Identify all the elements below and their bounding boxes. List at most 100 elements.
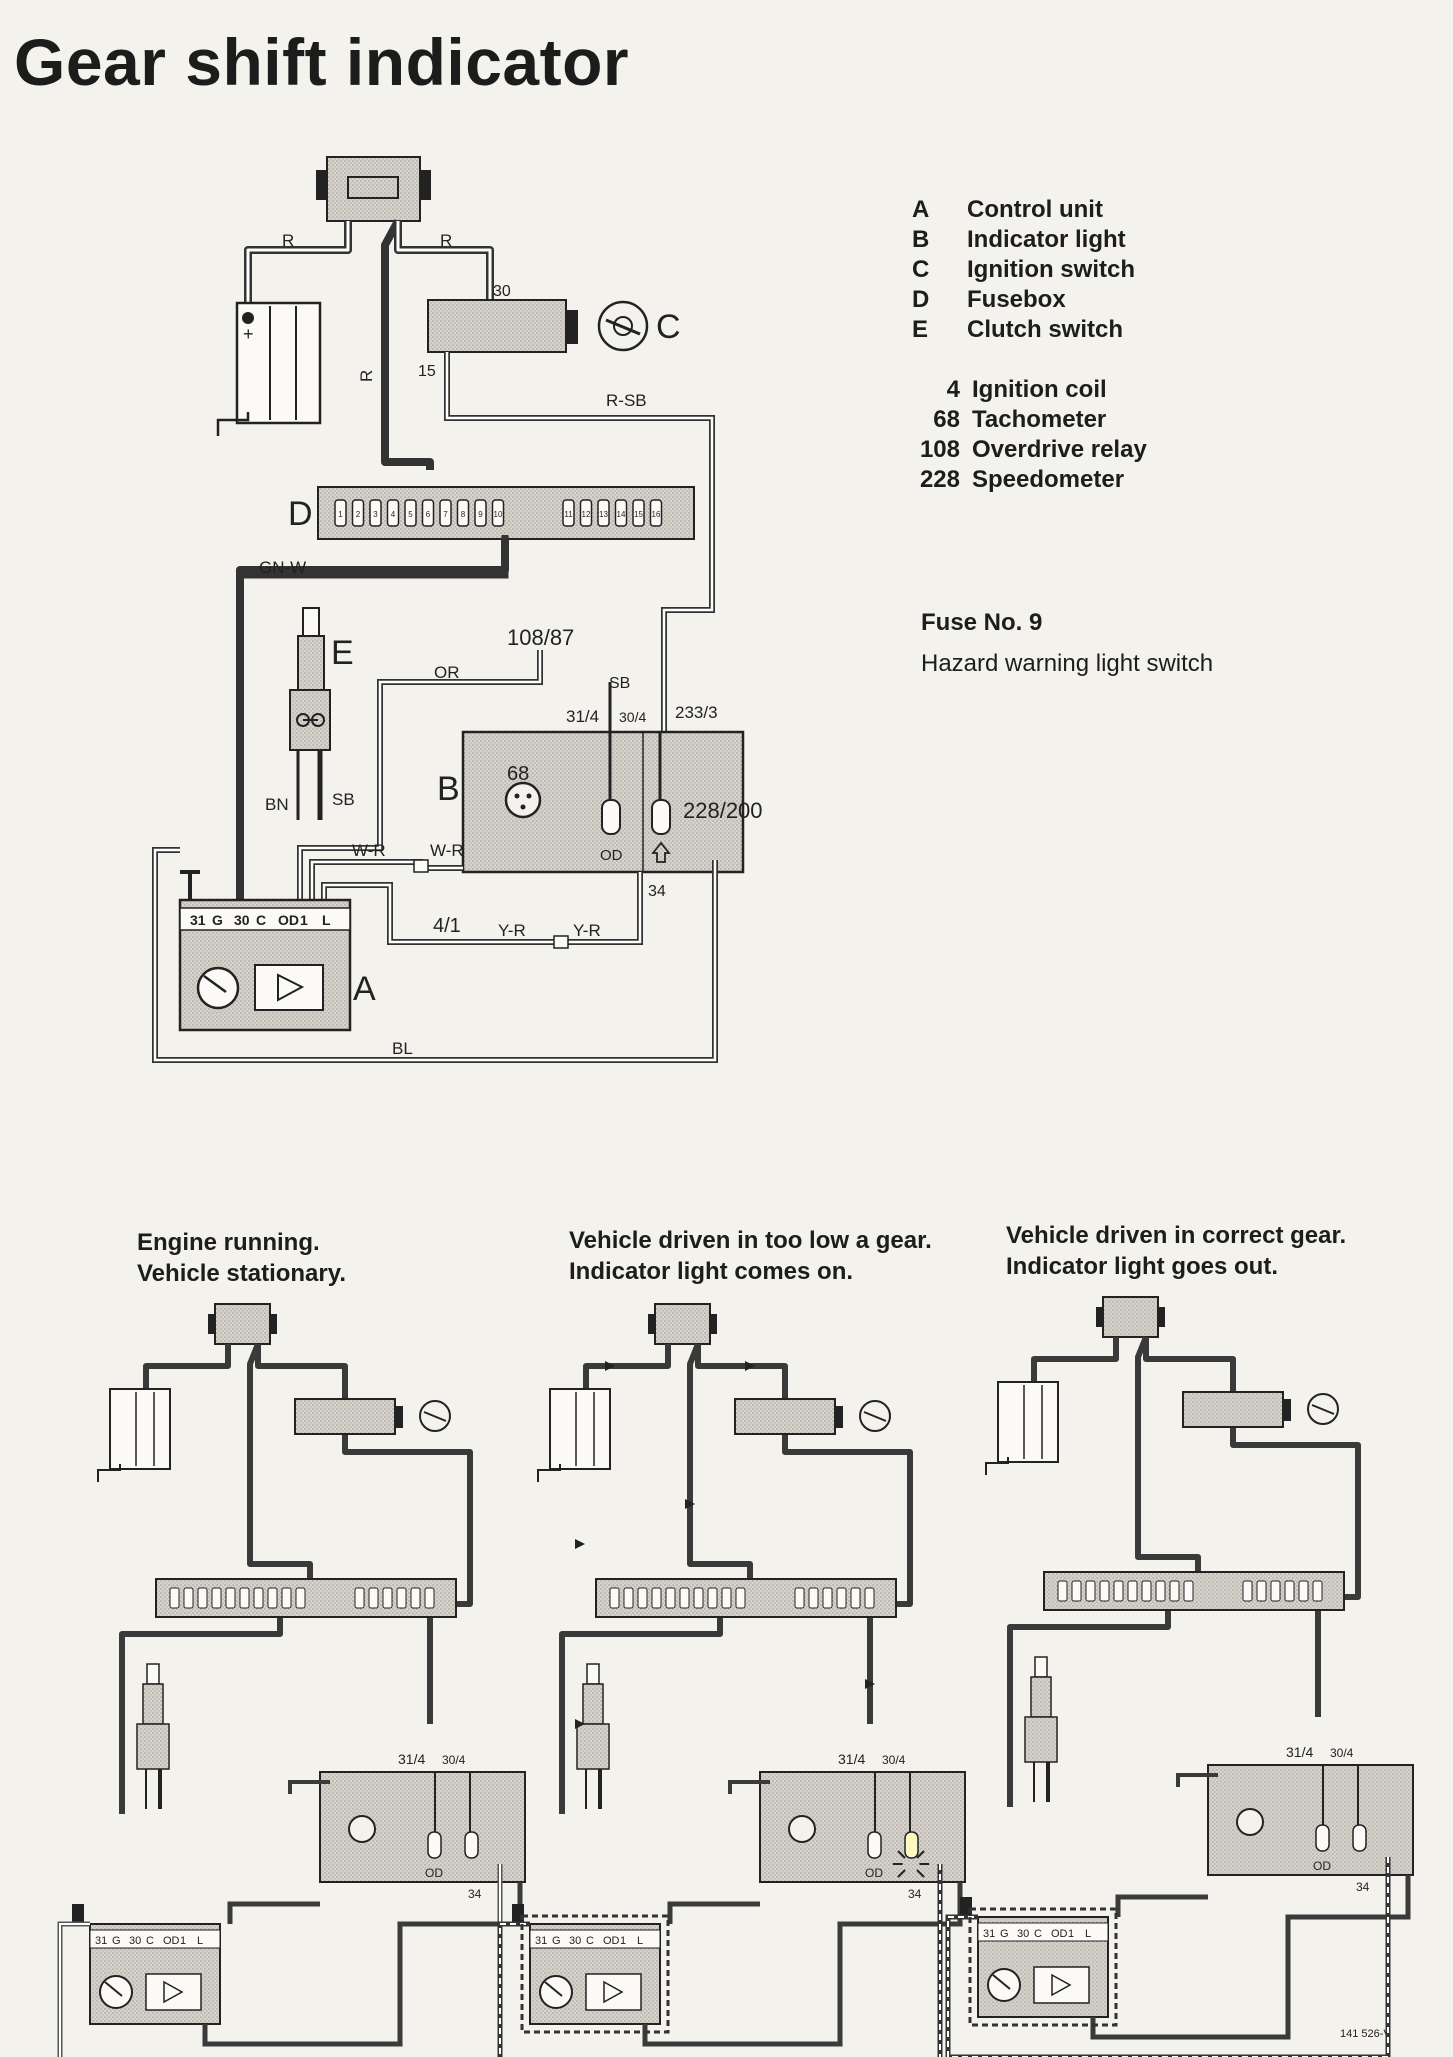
- fuse-number: 6: [426, 510, 431, 519]
- mini-cu-terminal: 1: [1068, 1928, 1074, 1940]
- control-unit-terminal: G: [212, 912, 223, 928]
- mini-clutch-switch: [136, 1723, 170, 1770]
- control-unit-terminal: OD: [278, 912, 299, 928]
- svg-text:SB: SB: [332, 790, 355, 809]
- mini-cu-terminal: G: [552, 1935, 561, 1947]
- mini-cu-terminal: OD: [603, 1935, 620, 1947]
- control-unit-letter: A: [353, 970, 376, 1008]
- mini-terminal-label: OD: [865, 1866, 883, 1880]
- fuse: [562, 499, 575, 527]
- fuse: [614, 499, 628, 527]
- light-ray: [916, 1850, 925, 1859]
- svg-text:BL: BL: [392, 1039, 413, 1058]
- mini-cu-terminal: C: [1034, 1928, 1042, 1940]
- mini-battery: [109, 1388, 171, 1470]
- fuse-number: 1: [338, 510, 343, 519]
- svg-text:R: R: [282, 231, 294, 250]
- fuse-number: 10: [494, 510, 503, 519]
- svg-text:R-SB: R-SB: [606, 391, 647, 410]
- fuse-number: 7: [443, 510, 448, 519]
- mini-cu-terminal: C: [586, 1935, 594, 1947]
- fuse-number: 3: [373, 510, 378, 519]
- svg-text:W-R: W-R: [352, 841, 386, 860]
- indicator-light-letter: B: [437, 770, 460, 808]
- mini-cu-terminal: 30: [1017, 1928, 1029, 1940]
- mini-battery: [997, 1381, 1059, 1463]
- mini-cu-terminal: L: [197, 1935, 203, 1947]
- svg-text:30: 30: [493, 283, 511, 300]
- mini-relay-block: [1102, 1296, 1159, 1338]
- light-ray: [897, 1869, 906, 1878]
- light-ray: [897, 1850, 906, 1859]
- light-ray: [916, 1869, 925, 1878]
- mini-cu-terminal: 1: [620, 1935, 626, 1947]
- mini-ignition-switch: [294, 1398, 396, 1435]
- drawing-code: 141 526-V: [1340, 2028, 1391, 2040]
- mini-clutch-switch: [1024, 1716, 1058, 1763]
- fuse: [369, 499, 382, 527]
- fusebox-letter: D: [288, 495, 313, 533]
- flow-arrow-icon: [575, 1719, 585, 1729]
- fuse-number: 4: [391, 510, 396, 519]
- caption-correct-gear: Vehicle driven in correct gear. Indicato…: [1006, 1222, 1347, 1280]
- fuse: [386, 499, 400, 527]
- mini-clutch-switch: [576, 1723, 610, 1770]
- fuse-number: 13: [599, 510, 608, 519]
- svg-text:SB: SB: [609, 675, 630, 692]
- caption-low-gear: Vehicle driven in too low a gear. Indica…: [569, 1227, 932, 1285]
- svg-text:GN-W: GN-W: [259, 558, 306, 577]
- flow-arrow-icon: [605, 1361, 615, 1371]
- amplifier-triangle-icon: [277, 973, 305, 1002]
- control-unit-terminal: 31: [190, 912, 206, 928]
- svg-text:W-R: W-R: [430, 841, 464, 860]
- svg-text:Y-R: Y-R: [573, 921, 601, 940]
- svg-text:OD: OD: [600, 847, 623, 864]
- fuse-number: 9: [478, 510, 483, 519]
- mini-upshift-bulb-icon: [1352, 1824, 1367, 1852]
- mini-terminal-label: 31/4: [398, 1751, 425, 1767]
- fuse: [632, 499, 645, 527]
- mini-relay-block: [214, 1303, 271, 1345]
- mini-terminal-label: 30/4: [442, 1753, 466, 1767]
- clutch-switch: [289, 607, 331, 820]
- mini-od-bulb-icon: [427, 1831, 442, 1859]
- mini-terminal-label: 31/4: [1286, 1744, 1313, 1760]
- svg-text:Y-R: Y-R: [498, 921, 526, 940]
- svg-text:OR: OR: [434, 663, 460, 682]
- mini-cu-terminal: 1: [180, 1935, 186, 1947]
- page-title: Gear shift indicator: [14, 25, 630, 99]
- mini-terminal-label: OD: [1313, 1859, 1331, 1873]
- svg-text:108/87: 108/87: [507, 625, 574, 650]
- mini-terminal-label: 34: [468, 1887, 482, 1901]
- fuse-number: 15: [634, 510, 643, 519]
- fuse: [404, 499, 417, 527]
- mini-cu-terminal: 30: [569, 1935, 581, 1947]
- svg-text:228/200: 228/200: [683, 798, 763, 823]
- current-flow-outline: [968, 1907, 1118, 2027]
- mini-cu-terminal: OD: [1051, 1928, 1068, 1940]
- fuse-number: 2: [356, 510, 361, 519]
- mini-terminal-label: 34: [908, 1887, 922, 1901]
- fuse: [474, 499, 487, 527]
- mini-od-bulb-icon: [867, 1831, 882, 1859]
- fuse-number: 14: [617, 510, 626, 519]
- svg-text:30/4: 30/4: [619, 709, 646, 725]
- svg-text:+: +: [243, 324, 254, 344]
- fuse-number: 12: [582, 510, 591, 519]
- svg-text:R: R: [440, 231, 452, 250]
- mini-upshift-bulb-icon: [904, 1831, 919, 1859]
- tachometer-socket-icon: [504, 781, 542, 819]
- flow-arrow-icon: [685, 1499, 695, 1509]
- control-unit-terminal: L: [322, 912, 331, 928]
- mini-od-bulb-icon: [1315, 1824, 1330, 1852]
- svg-text:BN: BN: [265, 795, 289, 814]
- mini-cu-terminal: C: [146, 1935, 154, 1947]
- mini-terminal-label: 30/4: [882, 1753, 906, 1767]
- ignition-switch-letter: C: [656, 308, 681, 346]
- flow-arrow-icon: [575, 1539, 585, 1549]
- mini-cu-terminal: OD: [163, 1935, 180, 1947]
- fuse-number: 11: [564, 510, 573, 519]
- caption-engine-running: Engine running. Vehicle stationary.: [137, 1229, 346, 1287]
